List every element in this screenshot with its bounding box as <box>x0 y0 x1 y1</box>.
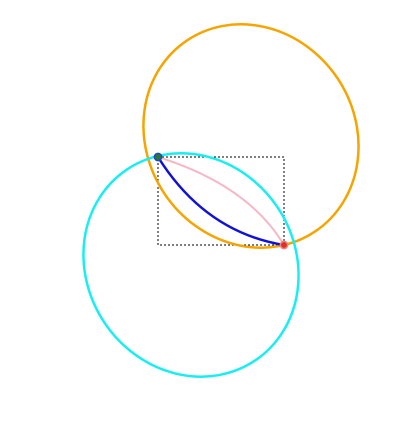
arc-pink <box>157 156 285 246</box>
bounding-box <box>157 156 285 246</box>
arc-blue <box>156 156 285 247</box>
ellipse-lower <box>82 152 300 378</box>
start-point <box>153 152 163 162</box>
ellipse-upper <box>142 23 360 249</box>
end-point <box>279 240 289 250</box>
